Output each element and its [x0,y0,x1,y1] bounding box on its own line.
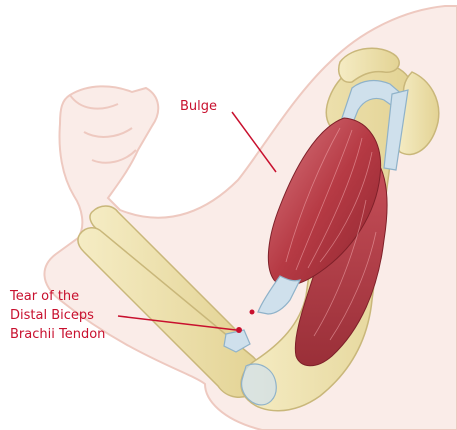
tear-label-line-2: Distal Biceps [10,308,94,323]
tear-label-line-3: Brachii Tendon [10,327,105,342]
tear-marker [250,310,255,315]
bulge-label: Bulge [180,99,217,114]
tear-label-line-1: Tear of the [9,289,79,304]
tear-marker [236,327,242,333]
